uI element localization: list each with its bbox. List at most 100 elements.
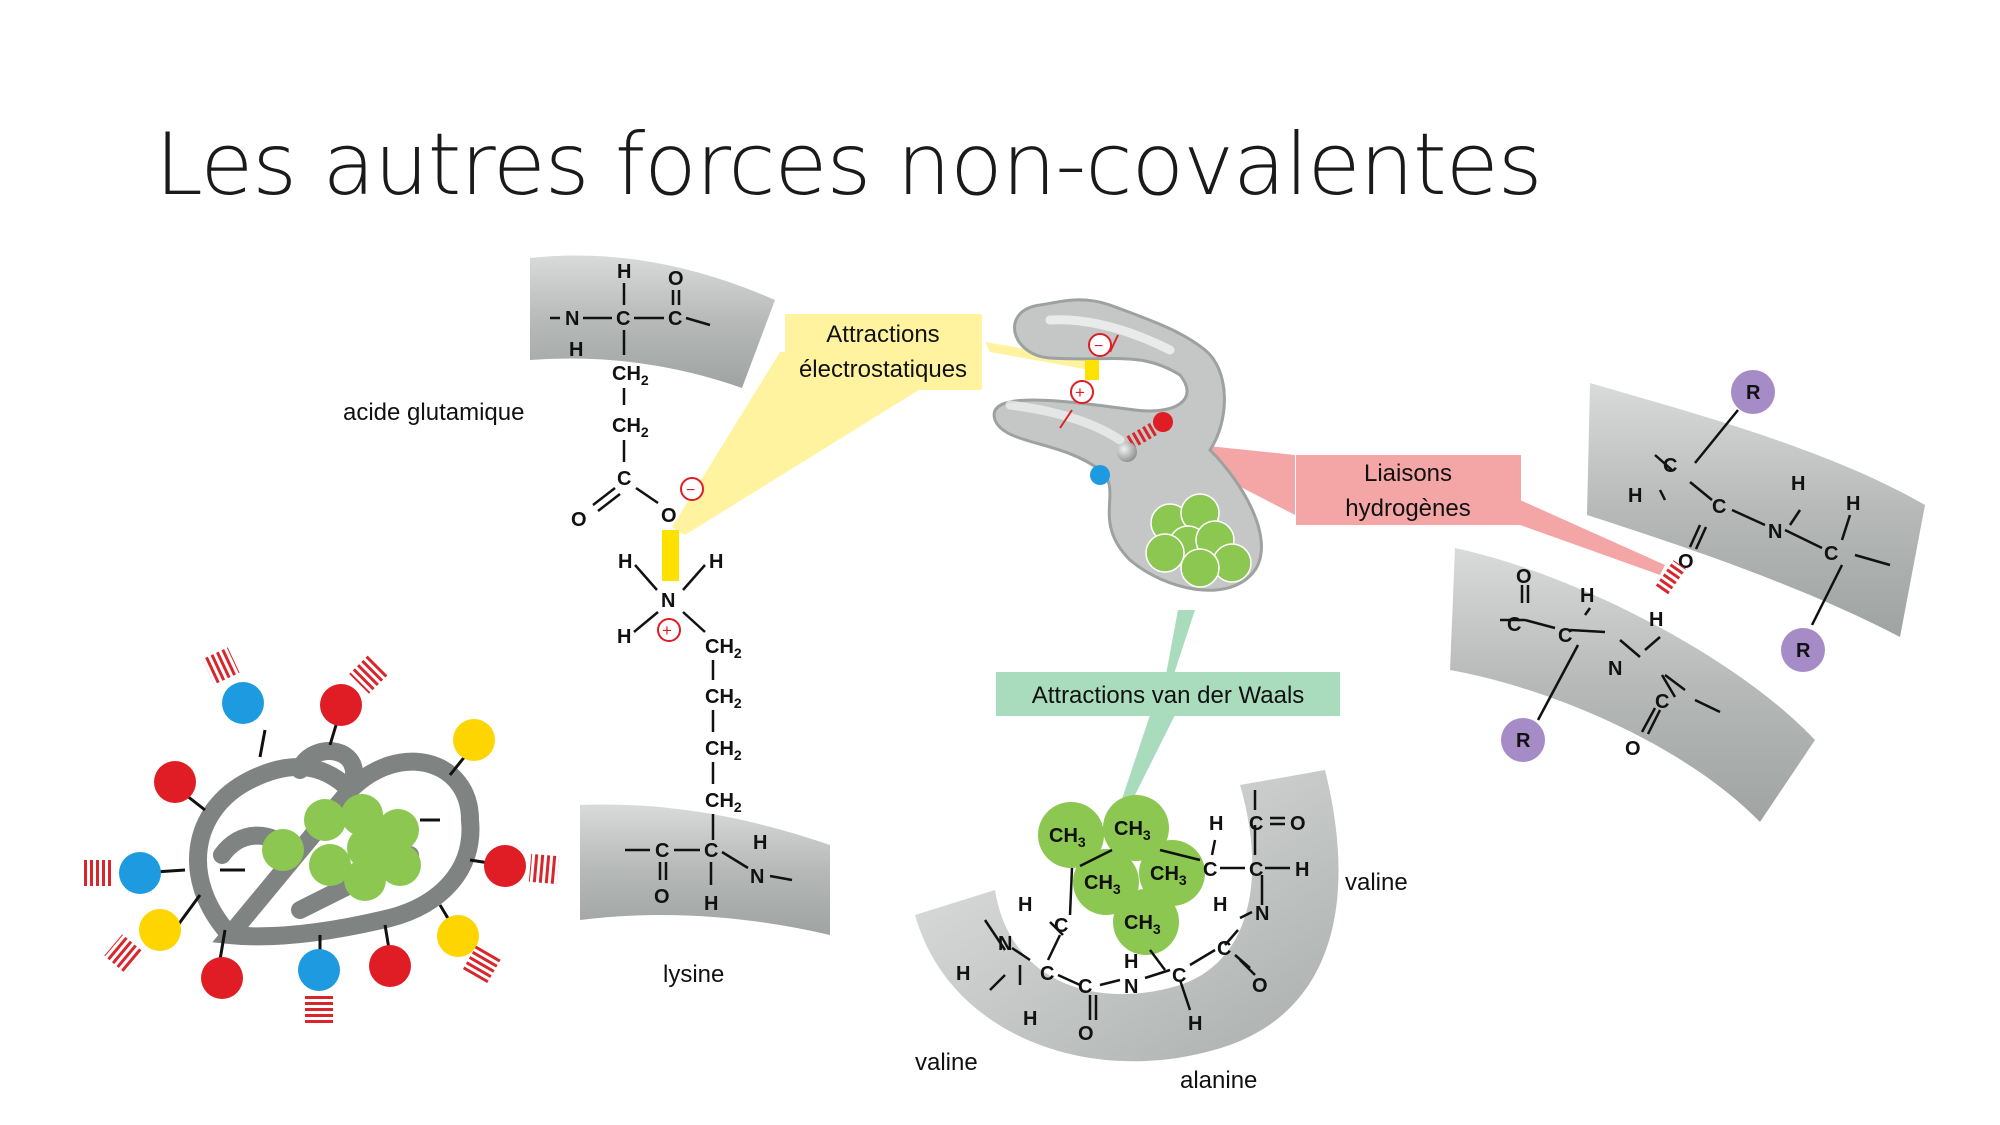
label-alanine: alanine <box>1180 1067 1257 1094</box>
atom-h: H <box>1213 894 1227 916</box>
ch2-label: CH2 <box>612 415 649 440</box>
atom-c: C <box>1040 963 1054 985</box>
atom-h: H <box>569 339 583 361</box>
callout-vdw-text: Attractions van der Waals <box>1032 682 1305 709</box>
electrostatic-pointer <box>672 352 980 535</box>
atom-c: C <box>1712 496 1726 518</box>
hbond-hash-marks <box>83 647 560 1023</box>
label-valine-bottom: valine <box>915 1049 978 1076</box>
minus-sign: − <box>1094 338 1103 355</box>
atom-h: H <box>1209 813 1223 835</box>
callout-electrostatic-line1: Attractions <box>826 321 939 348</box>
negative-charge-icon <box>680 477 704 501</box>
atom-o: O <box>668 268 684 290</box>
atom-n: N <box>1608 658 1622 680</box>
atom-n: N <box>750 866 764 888</box>
negative-charge-icon <box>1088 333 1112 357</box>
atom-c: C <box>617 468 631 490</box>
atom-n: N <box>661 590 675 612</box>
vdw-pointer-bottom <box>1120 715 1175 805</box>
atom-c: C <box>1663 455 1677 477</box>
folded-protein-icon <box>83 647 560 1023</box>
ch3-label: CH3 <box>1049 825 1086 850</box>
plus-sign: + <box>1075 383 1085 402</box>
atom-n: N <box>565 308 579 330</box>
protein-tube-icon: − + <box>992 298 1263 592</box>
atom-h: H <box>956 963 970 985</box>
hbond-chains: R R R C H C O <box>1450 370 1925 822</box>
ch2-label: CH2 <box>705 636 742 661</box>
vdw-residues: CH3 CH3 CH3 CH3 CH3 H <box>915 770 1339 1062</box>
atom-n: N <box>998 933 1012 955</box>
atom-c: C <box>1558 625 1572 647</box>
callout-hydrogen: Liaisons hydrogènes <box>1296 455 1521 525</box>
ch2-label: CH2 <box>705 738 742 763</box>
atom-h: H <box>1846 493 1860 515</box>
atom-n: N <box>1768 521 1782 543</box>
atom-o: O <box>1252 975 1268 997</box>
atom-h: H <box>1628 485 1642 507</box>
atom-c: C <box>704 840 718 862</box>
atom-h: H <box>1018 894 1032 916</box>
ch2-label: CH2 <box>612 363 649 388</box>
callout-electrostatic-line2: électrostatiques <box>799 356 967 383</box>
hbond-pointer-right <box>1520 500 1665 575</box>
atom-h: H <box>618 551 632 573</box>
atom-h: H <box>617 626 631 648</box>
label-glutamic-acid: acide glutamique <box>343 399 524 426</box>
atom-o: O <box>1625 738 1641 760</box>
atom-h: H <box>617 261 631 283</box>
atom-c: C <box>1507 614 1521 636</box>
atom-o: O <box>1290 813 1306 835</box>
atom-h: H <box>1188 1013 1202 1035</box>
atom-c: C <box>1054 915 1068 937</box>
atom-c: C <box>1824 543 1838 565</box>
atom-c: C <box>1249 859 1263 881</box>
atom-h: H <box>1295 859 1309 881</box>
vdw-pointer-top <box>1165 610 1195 680</box>
ch2-label: CH2 <box>705 790 742 815</box>
atom-o: O <box>654 886 670 908</box>
atom-c: C <box>1172 965 1186 987</box>
atom-h: H <box>753 832 767 854</box>
label-lysine: lysine <box>663 961 724 988</box>
atom-c: C <box>1217 938 1231 960</box>
r-group-label: R <box>1516 730 1531 752</box>
plus-sign: + <box>662 621 672 640</box>
atom-o: O <box>661 505 677 527</box>
ch3-label: CH3 <box>1124 912 1161 937</box>
glutamic-acid-chain: N H C H C O CH2 CH2 C O O − <box>530 255 775 581</box>
atom-o: O <box>1516 566 1532 588</box>
slide-title: Les autres forces non-covalentes <box>155 115 1542 215</box>
atom-c: C <box>1078 976 1092 998</box>
lysine-chain: H H N H + CH2 CH2 CH2 CH2 C O C <box>580 551 830 935</box>
callout-hydrogen-line1: Liaisons <box>1364 460 1452 487</box>
atom-h: H <box>1023 1008 1037 1030</box>
atom-c: C <box>1249 813 1263 835</box>
ch2-label: CH2 <box>705 686 742 711</box>
atom-c: C <box>1655 691 1669 713</box>
hbond-hash <box>1655 560 1686 596</box>
callout-electrostatic: Attractions électrostatiques <box>785 314 982 390</box>
atom-h: H <box>1124 951 1138 973</box>
atom-h: H <box>1649 609 1663 631</box>
atom-o: O <box>571 509 587 531</box>
atom-c: C <box>668 308 682 330</box>
minus-sign: − <box>686 482 695 499</box>
atom-h: H <box>1791 473 1805 495</box>
atom-o: O <box>1078 1023 1094 1045</box>
atom-n: N <box>1124 976 1138 998</box>
positive-charge-icon <box>657 618 681 642</box>
callout-vdw: Attractions van der Waals <box>996 672 1340 716</box>
ch3-label: CH3 <box>1150 863 1187 888</box>
atom-c: C <box>1203 859 1217 881</box>
r-group-label: R <box>1746 382 1761 404</box>
atom-n: N <box>1255 903 1269 925</box>
callout-hydrogen-line2: hydrogènes <box>1345 495 1470 522</box>
ch3-label: CH3 <box>1114 818 1151 843</box>
ch3-label: CH3 <box>1084 872 1121 897</box>
atom-h: H <box>704 893 718 915</box>
atom-c: C <box>616 308 630 330</box>
